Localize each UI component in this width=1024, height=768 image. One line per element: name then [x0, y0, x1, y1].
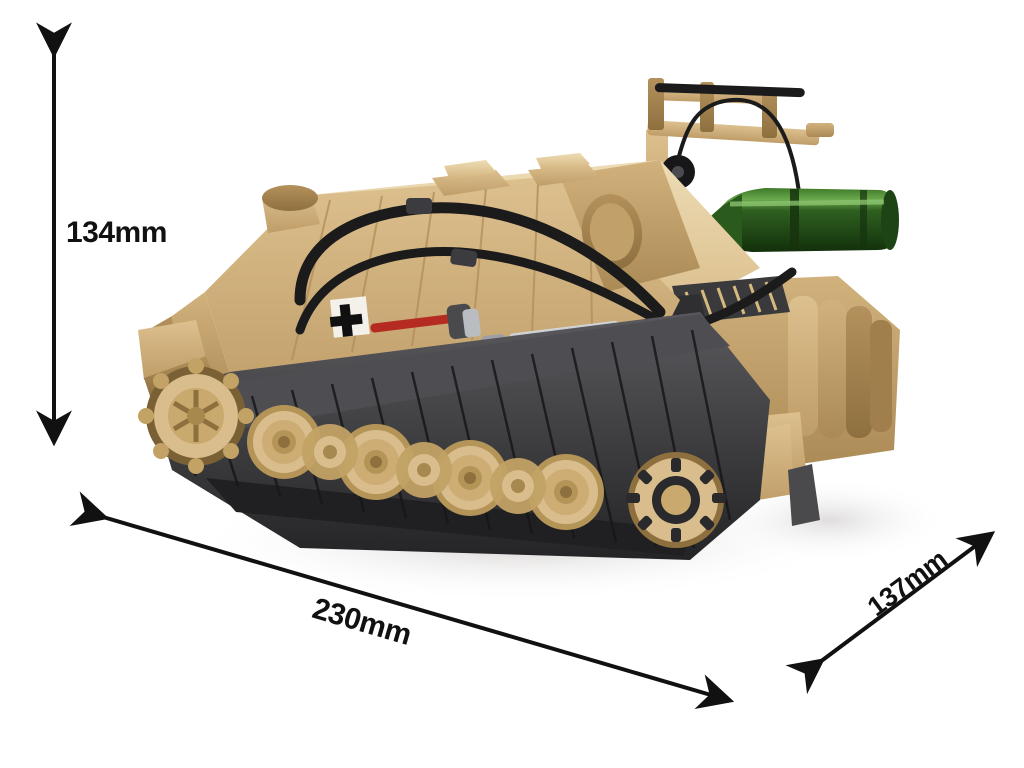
- road-wheel: [247, 405, 321, 479]
- road-wheel: [396, 442, 452, 498]
- green-mortar-shell: [700, 188, 899, 252]
- road-wheel: [338, 424, 414, 500]
- sledgehammer: [370, 303, 481, 340]
- crane-pulley-hub: [672, 166, 684, 178]
- rear-tow-hook: [788, 464, 820, 526]
- hoist-cable: [676, 97, 802, 201]
- exhaust-stacks: [788, 296, 892, 438]
- cable-clamp-1: [406, 198, 432, 214]
- crane-boom-tip: [806, 123, 834, 137]
- shell-base-cap: [881, 190, 899, 250]
- shell-highlight: [729, 199, 885, 207]
- track-top-run: [160, 314, 730, 436]
- balkenkreuz: [329, 296, 370, 338]
- shell-band-1: [790, 189, 799, 251]
- front-fender: [138, 320, 206, 380]
- road-wheel: [302, 424, 358, 480]
- road-wheel: [490, 458, 546, 514]
- height-dimension-label: 134mm: [66, 216, 167, 249]
- cable-clamp-2: [450, 248, 478, 267]
- rear-round-hatch-inner: [589, 203, 635, 261]
- left-cupola-lid: [262, 185, 318, 211]
- crane-boom-lower: [647, 120, 820, 146]
- roof-hatches: [432, 153, 600, 196]
- drive-sprocket: [138, 358, 254, 474]
- crane-black-rod: [654, 83, 805, 98]
- shell-band-2: [860, 190, 867, 250]
